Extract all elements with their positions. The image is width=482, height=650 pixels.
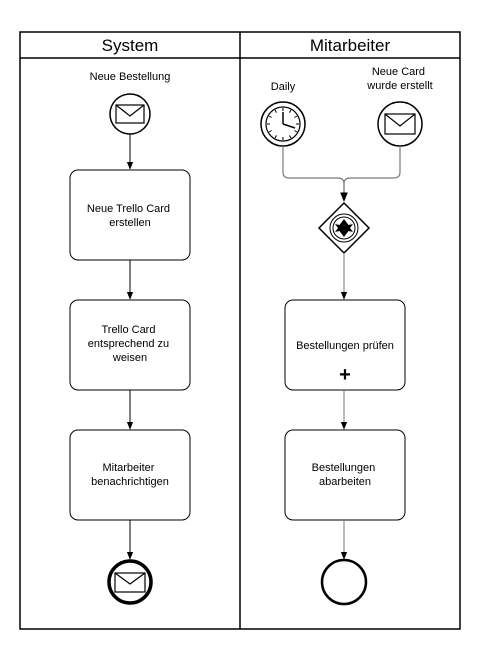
timer-event-label: Daily <box>271 81 296 93</box>
event-based-gateway[interactable] <box>317 201 371 255</box>
start-message-event[interactable] <box>109 93 151 135</box>
task-mitarbeiter-benachrichtigen[interactable]: Mitarbeiter benachrichtigen <box>69 429 191 521</box>
end-event[interactable] <box>320 558 368 606</box>
message-start-event[interactable] <box>377 101 423 147</box>
flow-message-to-gateway <box>340 146 401 202</box>
flow-timer-to-gateway <box>282 146 345 200</box>
svg-text:Trello Card entsprechend: Trello Card entsprechend zu weisen <box>88 324 172 364</box>
task-label-line: erstellen <box>109 217 151 229</box>
svg-text:Neue Trello Card erstell: Neue Trello Card erstellen <box>87 203 173 229</box>
task-label-line: Neue Trello Card <box>87 203 170 215</box>
svg-text:Bestellungen abarbeiten: Bestellungen abarbeiten <box>312 462 379 488</box>
task-label-line: weisen <box>112 352 147 364</box>
task-label-line: Mitarbeiter <box>102 462 154 474</box>
clock-icon <box>265 106 301 142</box>
expand-marker-icon[interactable]: + <box>339 364 351 386</box>
envelope-icon <box>384 113 416 135</box>
envelope-icon <box>115 104 145 124</box>
message-event-label: Neue Card wurde erstellt <box>366 66 432 92</box>
expand-marker-text: + <box>339 364 351 386</box>
message-event-label-line: wurde erstellt <box>366 80 432 92</box>
task-label-line: Bestellungen prüfen <box>296 340 394 352</box>
task-label-line: Trello Card <box>101 324 155 336</box>
lane-title-system: System <box>102 36 159 55</box>
start-event-label: Neue Bestellung <box>90 71 171 83</box>
envelope-icon <box>114 572 146 593</box>
task-label-line: benachrichtigen <box>91 476 169 488</box>
task-label-line: abarbeiten <box>319 476 371 488</box>
task-neue-trello-card[interactable]: Neue Trello Card erstellen <box>69 169 191 261</box>
task-label-line: entsprechend zu <box>88 338 169 350</box>
end-message-event[interactable] <box>107 559 153 605</box>
star-icon <box>335 219 353 237</box>
task-bestellungen-abarbeiten[interactable]: Bestellungen abarbeiten <box>284 429 406 521</box>
message-event-label-line: Neue Card <box>372 66 425 78</box>
svg-text:Mitarbeiter benachrichti: Mitarbeiter benachrichtigen <box>91 462 169 488</box>
subprocess-bestellungen-pruefen[interactable]: Bestellungen prüfen + <box>284 299 406 391</box>
lane-title-mitarbeiter: Mitarbeiter <box>310 36 391 55</box>
task-trello-card-zuweisen[interactable]: Trello Card entsprechend zu weisen <box>69 299 191 391</box>
timer-start-event[interactable] <box>260 101 306 147</box>
task-label-line: Bestellungen <box>312 462 376 474</box>
svg-text:Bestellungen prüfen: Bestellungen prüfen <box>296 340 394 352</box>
